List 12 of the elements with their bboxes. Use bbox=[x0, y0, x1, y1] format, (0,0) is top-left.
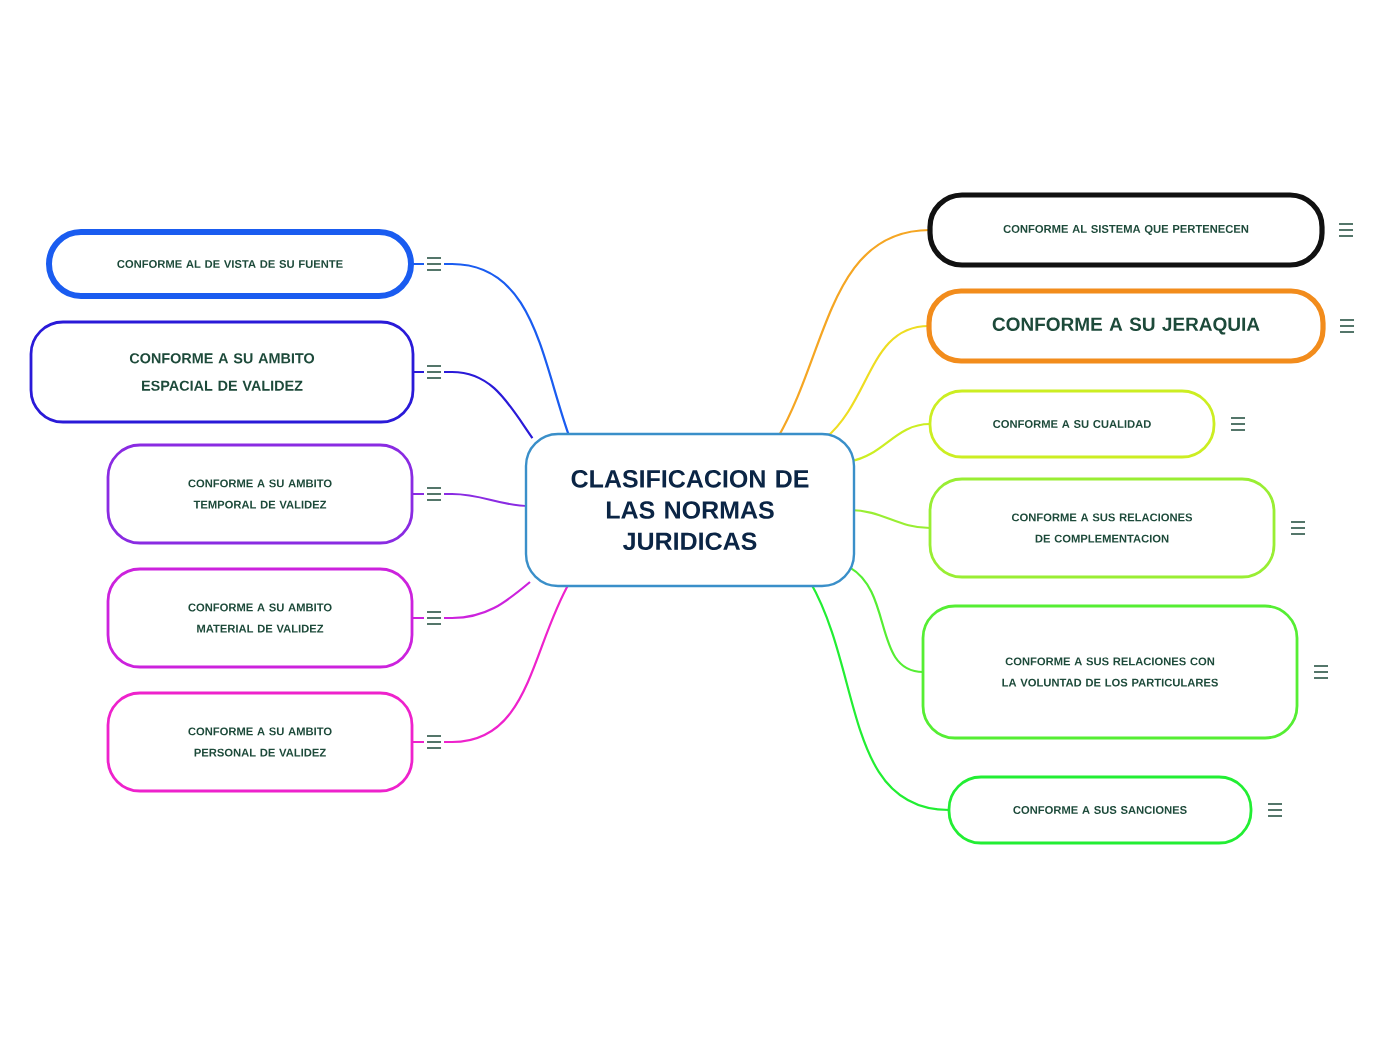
branch-line bbox=[412, 581, 571, 744]
branch-line bbox=[413, 370, 534, 439]
branch-line bbox=[412, 581, 531, 620]
branch-line bbox=[849, 422, 931, 463]
branch-line bbox=[411, 262, 571, 439]
branch-line bbox=[849, 508, 931, 530]
branch-line bbox=[849, 566, 924, 674]
central-topic-box: CLASIFICACION DE LAS NORMAS JURIDICAS bbox=[524, 432, 856, 588]
branch-line bbox=[776, 228, 931, 439]
topic-box: CONFORME A SU JERAQUIA bbox=[926, 288, 1326, 364]
branch-line bbox=[824, 324, 930, 439]
branch-line bbox=[809, 581, 950, 812]
